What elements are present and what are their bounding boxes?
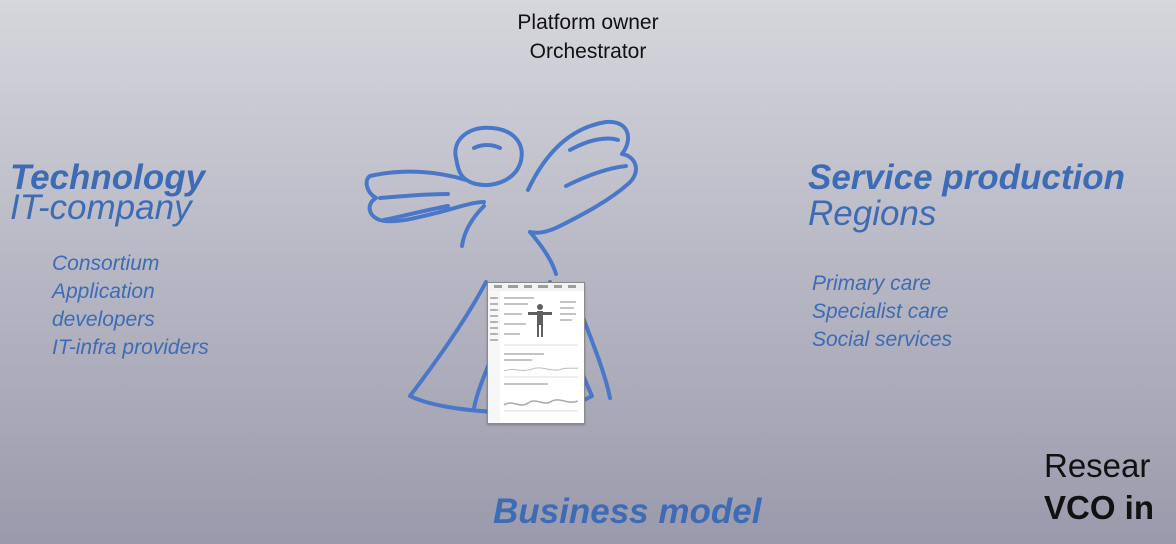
platform-owner-label: Platform owner Orchestrator <box>0 8 1176 66</box>
orchestrator-line: Orchestrator <box>529 40 647 63</box>
vco-label: VCO in <box>1044 489 1155 526</box>
service-list: Primary care Specialist care Social serv… <box>812 270 952 354</box>
list-item: Application <box>52 280 155 303</box>
list-item: developers <box>52 308 155 331</box>
list-item: Consortium <box>52 252 160 275</box>
list-item: Social services <box>812 328 953 351</box>
regions-subheading: Regions <box>808 194 937 233</box>
technology-list: Consortium Application developers IT-inf… <box>52 250 209 362</box>
list-item: Primary care <box>812 272 932 295</box>
document-content-icon <box>488 283 584 423</box>
research-label: Resear <box>1044 447 1151 484</box>
business-model-label: Business model <box>493 492 762 531</box>
it-company-subheading: IT-company <box>10 188 192 227</box>
list-item: IT-infra providers <box>52 336 209 359</box>
technology-heading: Technology <box>10 158 206 197</box>
list-item: Specialist care <box>812 300 949 323</box>
service-production-heading: Service production <box>808 158 1126 197</box>
document-thumbnail <box>487 282 585 424</box>
platform-owner-line: Platform owner <box>517 11 659 34</box>
